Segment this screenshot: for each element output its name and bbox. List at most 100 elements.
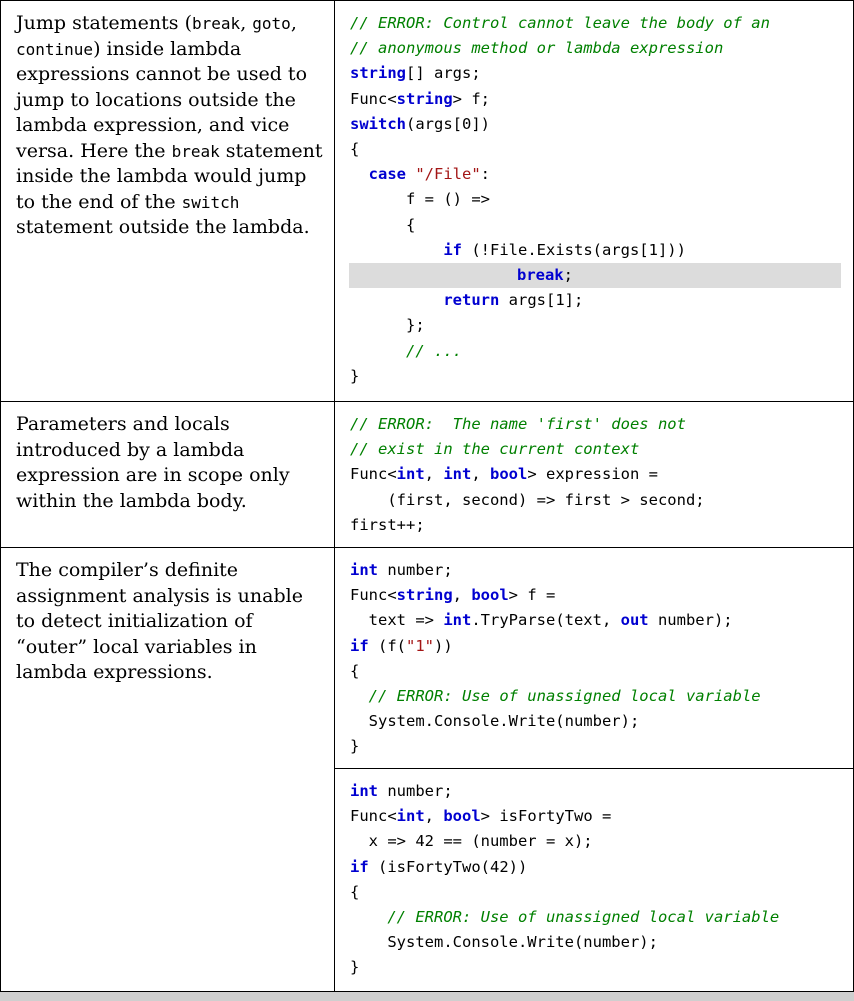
- inline-code: switch: [181, 192, 240, 212]
- code-comment: // ...: [406, 341, 462, 360]
- text-run: statement inside the lambda would jump t…: [16, 139, 323, 213]
- code-comment: // ERROR: The name 'first' does not: [350, 415, 686, 433]
- code-text: ,: [424, 465, 444, 484]
- code-text: {: [350, 661, 360, 680]
- keyword: bool: [443, 807, 481, 826]
- code-text: [350, 687, 369, 705]
- code-text: args[1];: [499, 291, 584, 310]
- code-text: Func<: [350, 465, 397, 484]
- code-line: Func<string, bool> f =: [350, 586, 555, 604]
- code-text: [350, 908, 387, 926]
- code-line: Func<string> f;: [350, 90, 490, 108]
- keyword: out: [620, 611, 649, 630]
- code-text: .TryParse(text,: [471, 611, 621, 630]
- table-row: Parameters and locals introduced by a la…: [1, 402, 853, 548]
- code-text: number;: [378, 782, 453, 800]
- keyword: break: [516, 266, 564, 285]
- code-line: }: [350, 737, 359, 755]
- description-text: Parameters and locals introduced by a la…: [16, 412, 326, 514]
- code-comment: // exist in the current context: [350, 440, 640, 459]
- description-cell: Jump statements (break, goto, continue) …: [1, 1, 335, 401]
- code-line: int number;: [350, 561, 453, 579]
- code-line: return args[1];: [350, 291, 583, 309]
- code-line: Func<int, bool> isFortyTwo =: [350, 807, 611, 825]
- code-text: x => 42 == (number = x);: [350, 832, 593, 851]
- code-line: (first, second) => first > second;: [350, 491, 704, 509]
- keyword: if: [350, 636, 369, 655]
- code-line: int number;: [350, 782, 453, 800]
- code-text: (!File.Exists(args[1])): [462, 240, 686, 259]
- code-line: {: [350, 662, 359, 680]
- keyword: int: [350, 782, 378, 800]
- code-line: // ERROR: Use of unassigned local variab…: [350, 687, 761, 705]
- text-run: Parameters and locals introduced by a la…: [16, 413, 290, 512]
- code-line: Func<int, int, bool> expression =: [350, 465, 658, 483]
- code-text: ,: [471, 465, 491, 484]
- code-divider: [335, 768, 853, 769]
- code-text: )): [434, 636, 453, 655]
- page-bottom-edge: [0, 991, 854, 1001]
- code-comment: // ERROR: Use of unassigned local variab…: [368, 687, 761, 706]
- keyword: int: [396, 807, 425, 826]
- code-line: }: [350, 958, 359, 976]
- code-line: // ERROR: The name 'first' does not: [350, 415, 686, 433]
- code-text: number;: [378, 561, 453, 579]
- code-text: [349, 266, 517, 284]
- code-line: };: [350, 316, 425, 334]
- keyword: int: [350, 561, 378, 579]
- code-cell: // ERROR: Control cannot leave the body …: [335, 1, 853, 401]
- code-line: if (!File.Exists(args[1])): [350, 241, 686, 259]
- code-line: // ERROR: Use of unassigned local variab…: [350, 908, 779, 926]
- code-text: [350, 165, 369, 183]
- code-line: case "/File":: [350, 165, 490, 183]
- code-line: first++;: [350, 516, 425, 534]
- keyword: string: [350, 64, 406, 83]
- keyword: bool: [471, 586, 509, 605]
- code-line: string[] args;: [350, 64, 481, 82]
- code-cell: int number; Func<string, bool> f = text …: [335, 548, 853, 992]
- code-text: {: [350, 882, 360, 901]
- code-comment: // ERROR: Use of unassigned local variab…: [387, 908, 780, 927]
- code-line: // anonymous method or lambda expression: [350, 39, 723, 57]
- description-cell: The compiler’s definite assignment analy…: [1, 548, 335, 992]
- code-text: :: [480, 165, 491, 184]
- code-text: Func<: [350, 89, 397, 108]
- code-text: }: [350, 737, 360, 756]
- code-text: > f =: [508, 586, 556, 605]
- code-text: Func<: [350, 586, 397, 605]
- code-text: }: [350, 958, 360, 977]
- code-text: [350, 342, 406, 360]
- code-text: (f(: [368, 636, 406, 655]
- code-text: > isFortyTwo =: [480, 807, 612, 826]
- keyword: if: [350, 857, 369, 876]
- inline-code: break: [171, 141, 220, 161]
- code-block: int number; Func<int, bool> isFortyTwo =…: [350, 779, 779, 981]
- code-text: System.Console.Write(number);: [350, 933, 658, 952]
- code-line: // ERROR: Control cannot leave the body …: [350, 14, 770, 32]
- code-text: ,: [424, 807, 444, 826]
- code-text: (isFortyTwo(42)): [368, 857, 528, 876]
- text-run: The compiler’s definite assignment analy…: [16, 559, 303, 683]
- string-literal: "/File": [415, 165, 481, 184]
- code-block: int number; Func<string, bool> f = text …: [350, 558, 761, 760]
- code-text: first++;: [350, 515, 425, 534]
- keyword: if: [443, 240, 462, 259]
- code-block: // ERROR: The name 'first' does not // e…: [350, 412, 705, 538]
- code-line: switch(args[0]): [350, 115, 490, 133]
- keyword: int: [443, 465, 472, 484]
- inline-code: continue: [16, 39, 94, 59]
- code-line: text => int.TryParse(text, out number);: [350, 611, 733, 629]
- code-text: [350, 291, 443, 309]
- keyword: string: [396, 89, 453, 108]
- text-run: statement outside the lambda.: [16, 216, 310, 238]
- text-run: Jump statements (: [16, 12, 193, 34]
- string-literal: "1": [406, 636, 434, 655]
- code-block: // ERROR: Control cannot leave the body …: [349, 11, 841, 389]
- code-line: System.Console.Write(number);: [350, 712, 640, 730]
- code-text: > f;: [452, 89, 490, 108]
- keyword: int: [396, 465, 425, 484]
- code-text: > expression =: [527, 465, 658, 484]
- description-text: The compiler’s definite assignment analy…: [16, 558, 326, 686]
- code-line: f = () =>: [350, 190, 490, 208]
